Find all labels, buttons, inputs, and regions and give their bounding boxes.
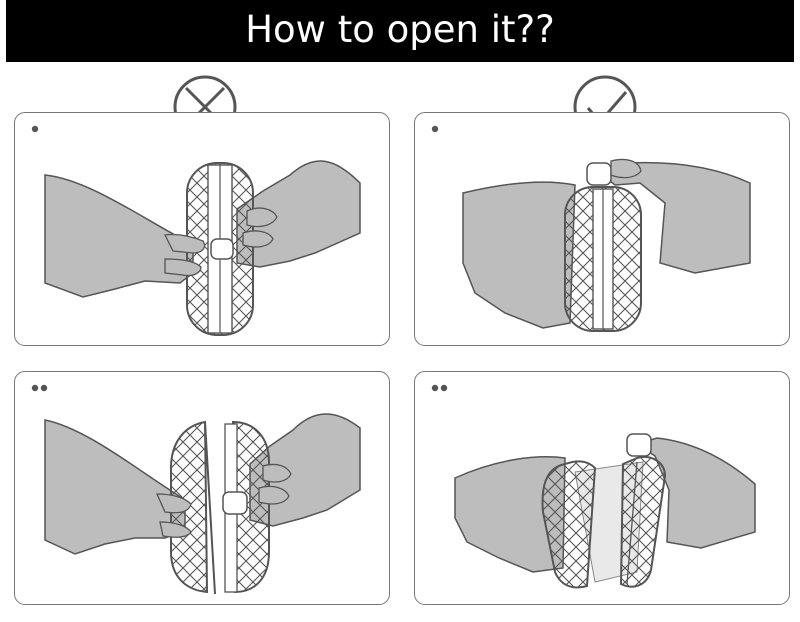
step-dot [431, 125, 439, 133]
case-clasp [210, 238, 234, 260]
illustration-right-step-1 [431, 125, 751, 332]
left-hand [462, 181, 576, 329]
panel-wrong-step-2 [14, 371, 390, 605]
illustration-wrong-step-1 [31, 125, 361, 336]
case-left-half [541, 460, 597, 589]
left-hand [454, 456, 566, 573]
panel-right-step-2 [414, 371, 790, 605]
step-dot [431, 384, 439, 392]
step-dot [31, 125, 39, 133]
panel-wrong-step-1 [14, 112, 390, 346]
step-dot [40, 384, 48, 392]
case-right-half [619, 456, 667, 588]
illustration-wrong-step-2 [31, 384, 361, 595]
panel-right-step-1 [414, 112, 790, 346]
page-title: How to open it?? [245, 8, 555, 51]
case-clasp [586, 162, 612, 186]
case-clasp [626, 433, 652, 457]
right-hand [595, 161, 751, 274]
case-clasp [222, 491, 248, 515]
step-dot [440, 384, 448, 392]
left-hand [44, 174, 194, 298]
step-dot [31, 384, 39, 392]
title-banner: How to open it?? [6, 0, 794, 62]
case-right-half [231, 420, 270, 594]
illustration-right-step-2 [431, 384, 756, 589]
right-hand [635, 437, 756, 549]
left-hand [44, 419, 186, 555]
